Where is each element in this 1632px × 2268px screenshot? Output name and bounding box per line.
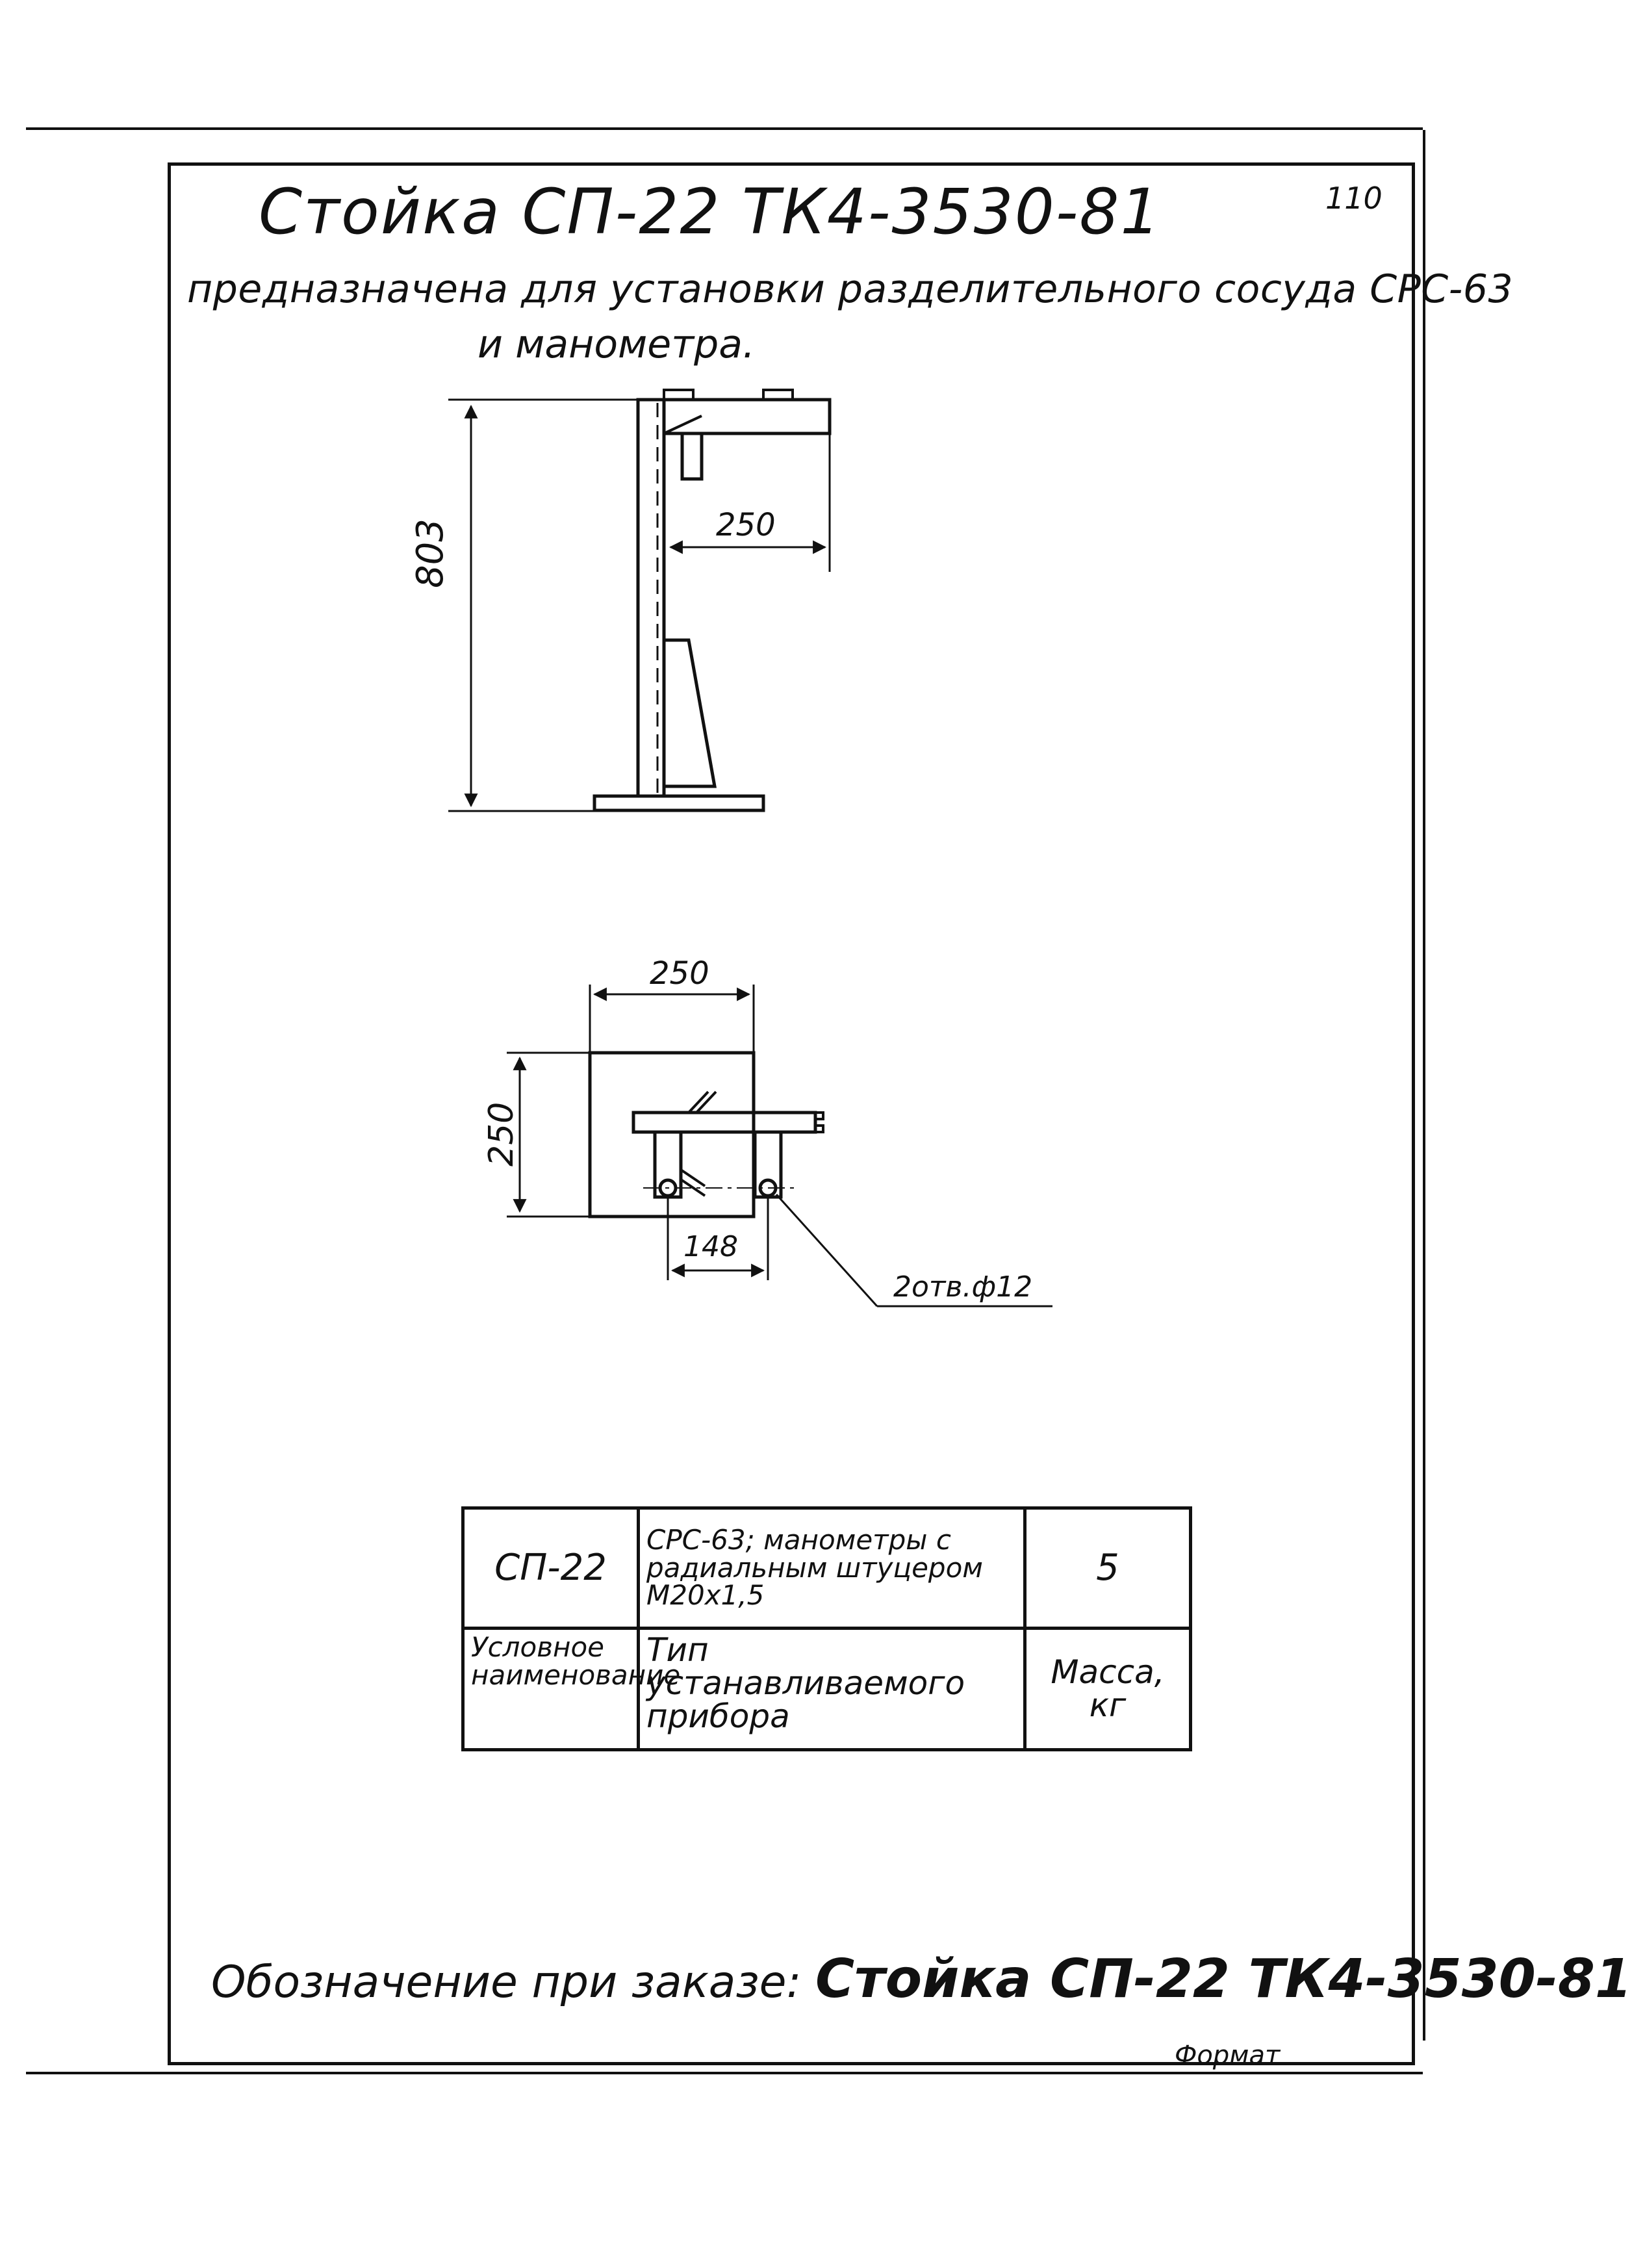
plan-view	[507, 985, 1052, 1308]
holes-callout: 2отв.ф12	[893, 1270, 1033, 1304]
technical-drawing	[448, 389, 1052, 1308]
table-row: Условное наименование Тип устанавливаемо…	[461, 1627, 1192, 1751]
header-mass: Масса, кг	[1023, 1627, 1192, 1751]
page-title: Стойка СП-22 ТК4-3530-81	[259, 175, 1162, 248]
top-rule	[26, 127, 1423, 130]
dim-plan-width: 250	[650, 955, 709, 992]
subtitle-line-2: и манометра.	[478, 322, 756, 367]
subtitle-line-1: предназначена для установки разделительн…	[187, 266, 1514, 312]
cell-device: СРС-63; манометры с радиальным штуцером …	[637, 1506, 1026, 1630]
cell-mass: 5	[1023, 1506, 1192, 1630]
side-view	[448, 389, 832, 812]
dim-plan-depth: 250	[482, 1102, 521, 1166]
dim-side-arm: 250	[716, 507, 776, 543]
order-designation: Обозначение при заказе: Стойка СП-22 ТК4…	[211, 1948, 1632, 2010]
bottom-rule	[26, 2072, 1423, 2074]
table-row: СП-22 СРС-63; манометры с радиальным шту…	[461, 1506, 1192, 1630]
cell-designation: СП-22	[461, 1506, 640, 1630]
frame-right-edge	[1423, 130, 1425, 2041]
dim-hole-spacing: 148	[683, 1230, 738, 1263]
format-label: Формат	[1175, 2041, 1281, 2074]
order-designation-value: Стойка СП-22 ТК4-3530-81	[815, 1948, 1632, 2010]
dim-side-height: 803	[409, 519, 452, 588]
header-device: Тип устанавливаемого прибора	[637, 1627, 1026, 1751]
specification-table: СП-22 СРС-63; манометры с радиальным шту…	[461, 1506, 1192, 1751]
drawing-sheet: Стойка СП-22 ТК4-3530-81 110 предназначе…	[26, 127, 1632, 2074]
order-designation-label: Обозначение при заказе:	[211, 1957, 802, 2008]
drawing-frame	[168, 162, 1415, 2065]
header-designation: Условное наименование	[461, 1627, 680, 1751]
page-number: 110	[1325, 181, 1383, 216]
